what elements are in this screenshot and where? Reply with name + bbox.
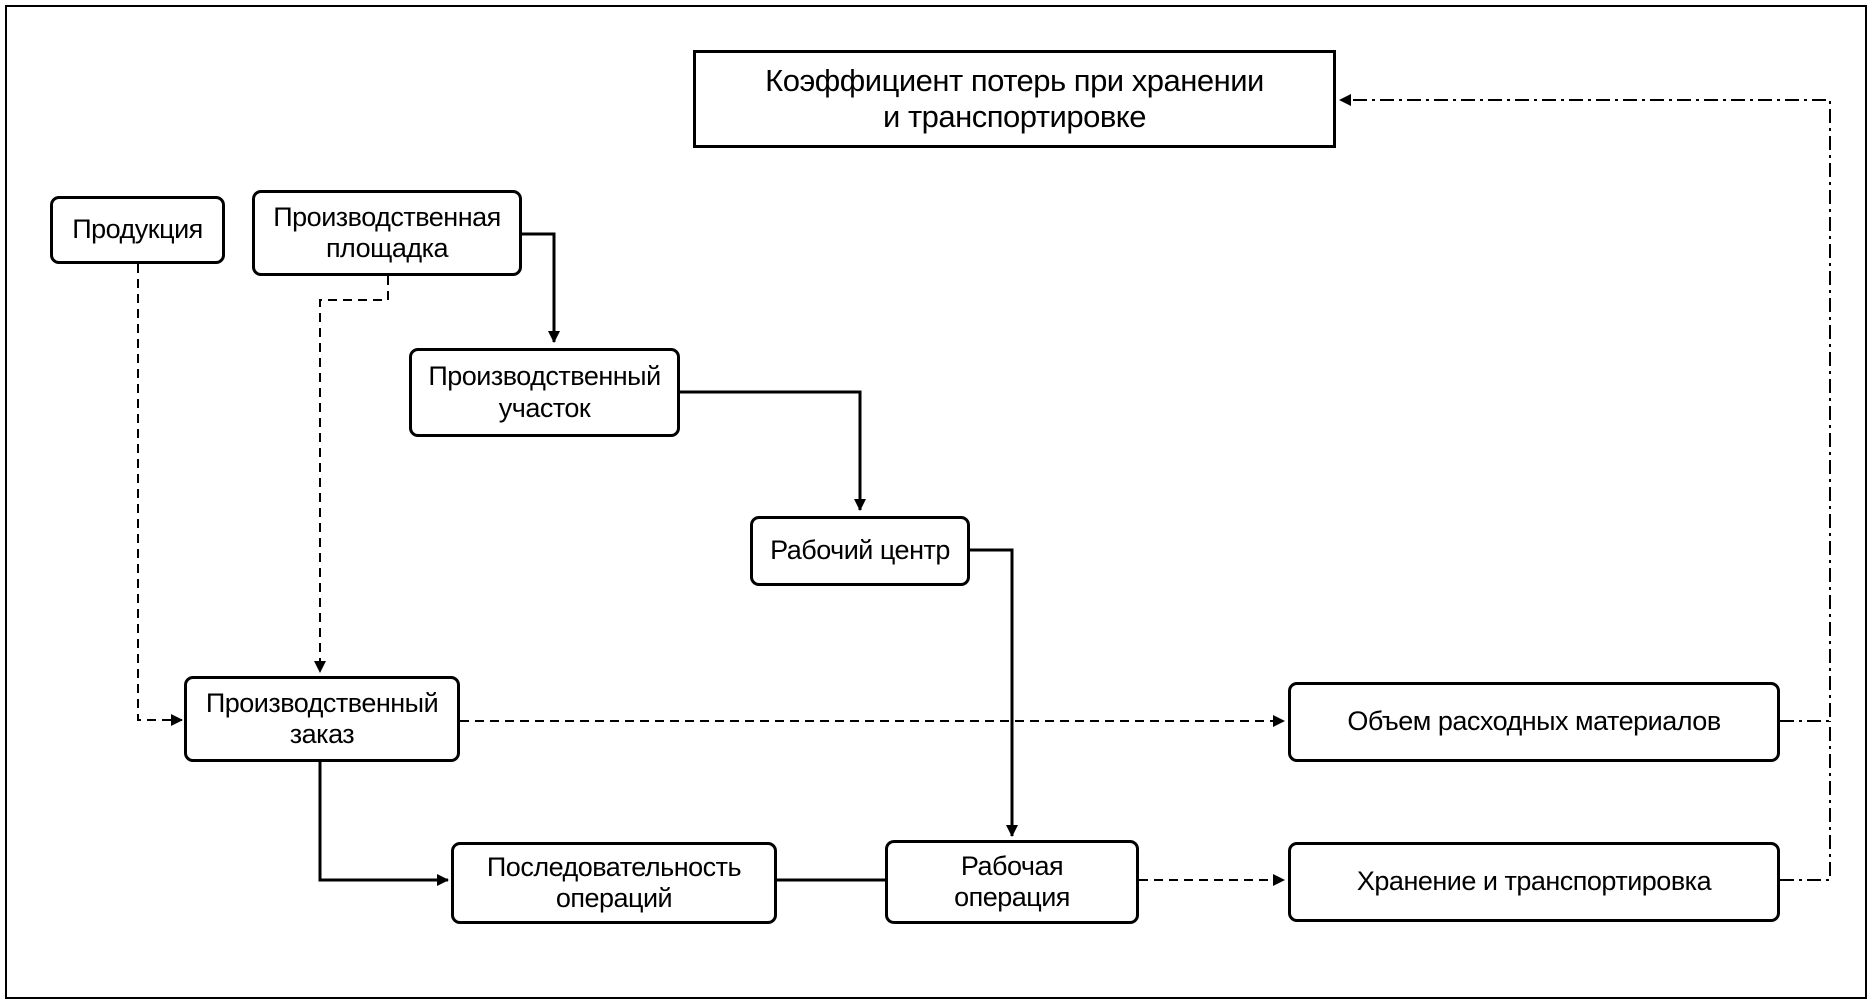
node-consumables-volume: Объем расходных материалов (1288, 682, 1780, 762)
edge-site-to-order (314, 276, 389, 673)
node-production-order: Производственный заказ (184, 676, 460, 762)
edge-site-to-area (522, 232, 560, 343)
node-work-operation: Рабочая операция (885, 840, 1139, 924)
edge-order-to-sequence (318, 762, 449, 886)
node-production-site: Производственная площадка (252, 190, 522, 276)
node-products: Продукция (50, 196, 225, 264)
edge-storage-to-coefficient (1780, 721, 1831, 881)
node-work-center: Рабочий центр (750, 516, 970, 586)
node-storage-transport: Хранение и транспортировка (1288, 842, 1780, 922)
edge-consumables-to-coefficient (1339, 94, 1831, 722)
node-operation-sequence: Последовательность операций (451, 842, 777, 924)
node-production-area: Производственный участок (409, 348, 680, 437)
node-loss-coefficient: Коэффициент потерь при хранении и трансп… (693, 50, 1336, 148)
edge-products-to-order (137, 264, 183, 726)
edge-area-to-workcenter (680, 390, 866, 511)
edge-workcenter-to-operation (970, 548, 1018, 837)
diagram-frame (5, 5, 1867, 999)
